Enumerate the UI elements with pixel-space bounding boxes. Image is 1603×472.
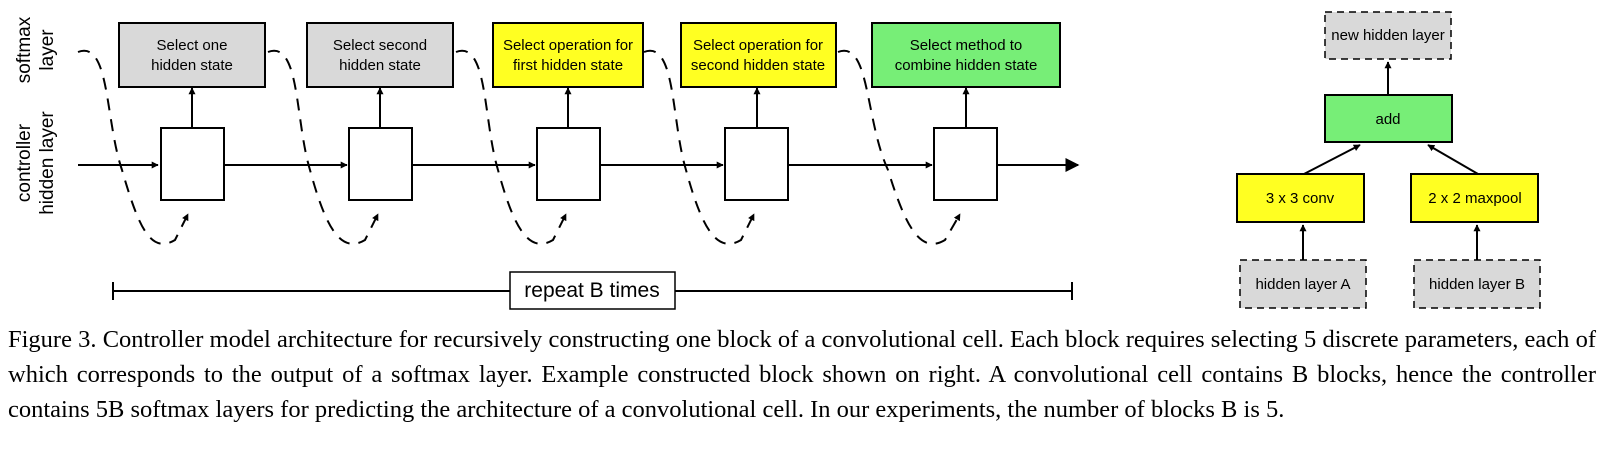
svg-text:layer: layer [37, 29, 58, 71]
conv-3x3-node: 3 x 3 conv [1236, 173, 1365, 223]
svg-text:hidden layer A: hidden layer A [1255, 276, 1350, 293]
svg-text:Select operation for: Select operation for [693, 37, 823, 54]
svg-text:Select operation for: Select operation for [503, 37, 633, 54]
svg-text:controller: controller [14, 123, 35, 202]
svg-text:combine hidden state: combine hidden state [895, 57, 1038, 74]
svg-text:new hidden layer: new hidden layer [1331, 27, 1444, 44]
svg-text:Select second: Select second [333, 37, 427, 54]
controller-cell [724, 87, 789, 201]
softmax-box-bg [306, 22, 454, 88]
add-node: add [1324, 94, 1453, 143]
controller-cells [160, 87, 998, 201]
controller-cell [160, 87, 225, 201]
example-block: new hidden layer add 3 x 3 conv 2 x 2 ma… [1236, 11, 1541, 309]
dashed-feedback-curves [77, 49, 961, 245]
softmax-box-bg [871, 22, 1061, 88]
controller-cell [348, 87, 413, 201]
figure-label: Figure 3. [8, 326, 97, 353]
hidden-layer-a-node: hidden layer A [1239, 259, 1367, 309]
svg-text:add: add [1375, 111, 1400, 128]
svg-text:hidden state: hidden state [151, 57, 233, 74]
softmax-box-bg [492, 22, 644, 88]
caption-text: Controller model architecture for recurs… [8, 326, 1597, 423]
maxpool-2x2-node: 2 x 2 maxpool [1410, 173, 1539, 223]
softmax-box-select-second: Select second hidden state [306, 22, 454, 88]
new-hidden-layer-node: new hidden layer [1324, 11, 1452, 60]
svg-text:hidden layer B: hidden layer B [1429, 276, 1525, 293]
softmax-box-combine: Select method to combine hidden state [871, 22, 1061, 88]
softmax-boxes: Select one hidden state Select second hi… [118, 22, 1061, 88]
svg-text:3 x 3 conv: 3 x 3 conv [1266, 190, 1335, 207]
softmax-box-bg [118, 22, 266, 88]
controller-cell [536, 87, 601, 201]
softmax-layer-side-label: softmax layer [14, 16, 58, 83]
architecture-diagram: softmax layer controller hidden layer [14, 11, 1541, 310]
svg-text:hidden state: hidden state [339, 57, 421, 74]
softmax-box-op-first: Select operation for first hidden state [492, 22, 644, 88]
softmax-box-bg [680, 22, 837, 88]
softmax-box-op-second: Select operation for second hidden state [680, 22, 837, 88]
svg-text:Select one: Select one [157, 37, 228, 54]
repeat-bracket: repeat B times [112, 271, 1073, 310]
svg-text:Select method to: Select method to [910, 37, 1023, 54]
svg-text:first hidden state: first hidden state [513, 57, 623, 74]
repeat-label: repeat B times [524, 279, 659, 302]
svg-text:2 x 2 maxpool: 2 x 2 maxpool [1428, 190, 1521, 207]
figure-caption: Figure 3. Controller model architecture … [8, 322, 1596, 427]
softmax-box-select-one: Select one hidden state [118, 22, 266, 88]
hidden-layer-b-node: hidden layer B [1413, 259, 1541, 309]
svg-text:second hidden state: second hidden state [691, 57, 825, 74]
controller-hidden-layer-side-label: controller hidden layer [14, 111, 58, 215]
controller-cell [933, 87, 998, 201]
svg-text:softmax: softmax [14, 16, 35, 83]
svg-text:hidden layer: hidden layer [37, 111, 58, 215]
